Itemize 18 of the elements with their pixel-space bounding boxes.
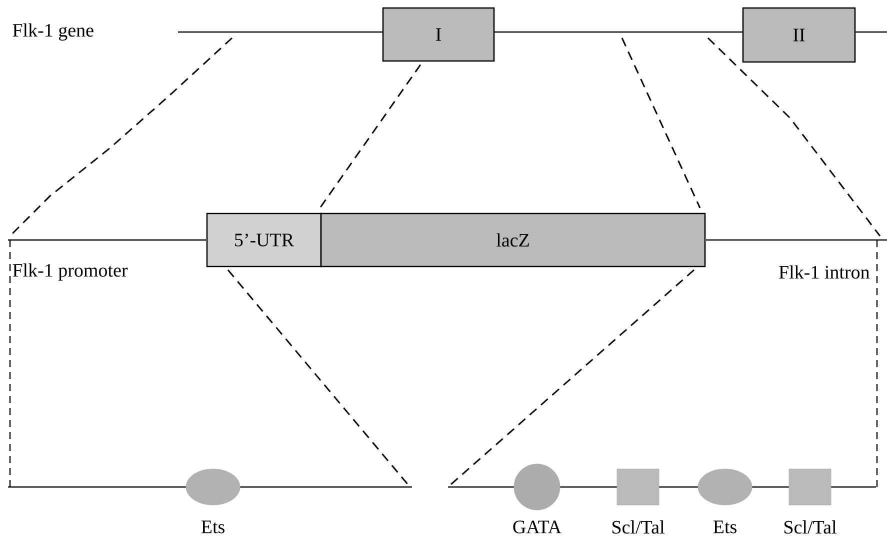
site-label: Ets <box>201 520 224 534</box>
construct-box: 5’-UTR <box>206 212 322 268</box>
binding-site-circle <box>514 464 560 510</box>
region-label: Flk-1 intron <box>779 265 870 279</box>
site-label: Scl/Tal <box>612 520 664 534</box>
construct-box: lacZ <box>320 212 706 268</box>
binding-site-square <box>616 468 660 506</box>
site-label: Ets <box>713 520 736 534</box>
projection-line <box>318 64 422 210</box>
binding-site-ellipse <box>186 468 240 506</box>
exon-box: II <box>742 7 856 63</box>
binding-site-square <box>788 468 832 506</box>
site-label: GATA <box>513 520 562 534</box>
site-label: Scl/Tal <box>784 520 836 534</box>
exon-box: I <box>382 7 495 62</box>
region-label: Flk-1 gene <box>12 23 94 41</box>
region-label: Flk-1 promoter <box>12 263 128 281</box>
binding-site-ellipse <box>698 468 752 506</box>
